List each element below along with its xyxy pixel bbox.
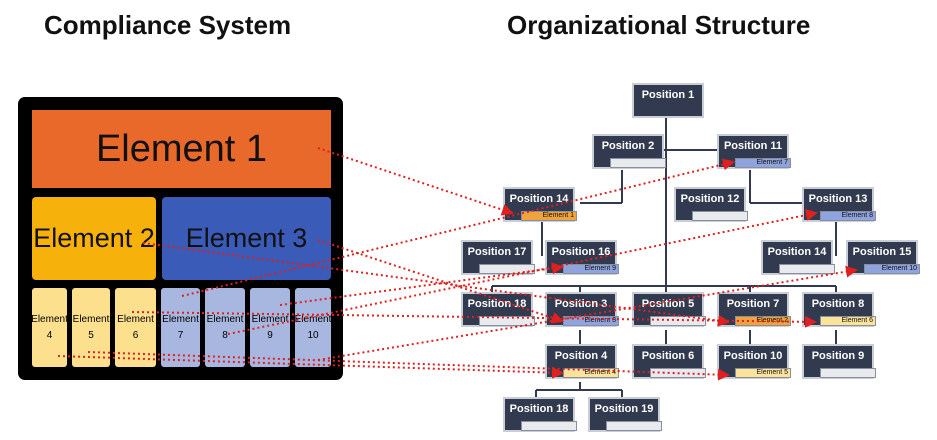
position-14-right: Position 14 <box>761 240 835 275</box>
position-9: Position 9 <box>802 344 876 379</box>
position-5: Position 5 <box>632 292 706 327</box>
element-2-block: Element 2 <box>32 197 156 280</box>
position-19: Position 19 <box>588 397 662 432</box>
position-18-mid: Position 18 <box>461 292 535 327</box>
organizational-structure-title: Organizational Structure <box>507 10 811 40</box>
position-12: Position 12 <box>674 187 748 222</box>
compliance-system-title: Compliance System <box>44 10 292 40</box>
position-1: Position 1 <box>632 83 704 118</box>
position-18-bottom: Position 18 <box>503 397 577 432</box>
position-17: Position 17 <box>461 240 535 275</box>
position-2: Position 2 <box>592 134 666 169</box>
position-6: Position 6 <box>632 344 706 379</box>
